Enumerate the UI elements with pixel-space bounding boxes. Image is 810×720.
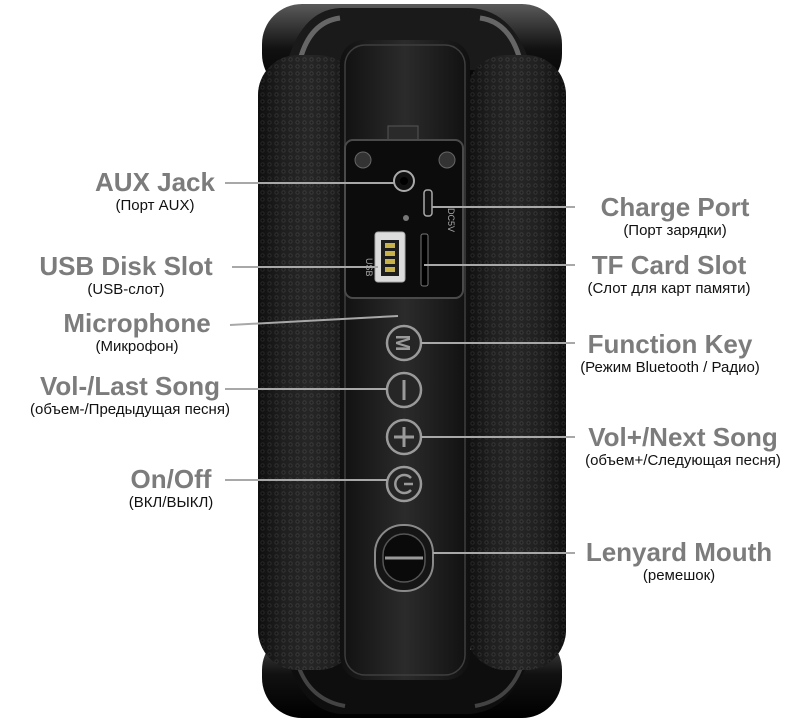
label-tf-card-slot-subtitle: (Слот для карт памяти): [587, 280, 751, 297]
label-vol-next-song-subtitle: (объем+/Следующая песня): [585, 452, 781, 469]
minus-button: [385, 371, 423, 409]
tf-slot: [420, 233, 429, 287]
power-button: [385, 465, 423, 503]
label-tf-card-slot: TF Card Slot (Слот для карт памяти): [587, 250, 750, 298]
label-charge-port: Charge Port (Порт зарядки): [601, 192, 750, 240]
charge-port: [423, 189, 433, 217]
svg-text:M: M: [391, 335, 413, 352]
label-vol-last-song: Vol-/Last Song (объем-/Предыдущая песня): [30, 371, 230, 419]
label-lanyard-mouth-subtitle: (ремешок): [642, 567, 716, 584]
usb-marking: USB: [364, 258, 374, 277]
label-tf-card-slot-title: TF Card Slot: [591, 250, 747, 280]
label-vol-last-song-subtitle: (объем-/Предыдущая песня): [30, 401, 230, 418]
label-charge-port-title: Charge Port: [600, 192, 750, 222]
port-panel: [344, 125, 464, 299]
label-microphone: Microphone (Микрофон): [63, 308, 210, 356]
label-function-key-subtitle: (Режим Bluetooth / Радио): [580, 359, 760, 376]
label-vol-next-song-title: Vol+/Next Song: [588, 422, 778, 452]
label-function-key-title: Function Key: [587, 329, 753, 359]
label-usb-disk-slot: USB Disk Slot (USB-слот): [39, 251, 212, 299]
label-aux-jack-title: AUX Jack: [95, 167, 215, 197]
label-lanyard-mouth-title: Lenyard Mouth: [585, 537, 773, 567]
function-button: M: [385, 324, 423, 362]
dc-marking: DC5V: [446, 208, 456, 232]
label-microphone-subtitle: (Микрофон): [95, 338, 179, 355]
label-usb-disk-slot-title: USB Disk Slot: [39, 251, 213, 281]
label-charge-port-subtitle: (Порт зарядки): [623, 222, 727, 239]
label-function-key: Function Key (Режим Bluetooth / Радио): [580, 329, 760, 377]
label-on-off-title: On/Off: [130, 464, 212, 494]
label-aux-jack-subtitle: (Порт AUX): [115, 197, 195, 214]
label-vol-next-song: Vol+/Next Song (объем+/Следующая песня): [585, 422, 781, 470]
label-on-off-subtitle: (ВКЛ/ВЫКЛ): [128, 494, 214, 511]
label-vol-last-song-title: Vol-/Last Song: [39, 371, 221, 401]
plus-button: [385, 418, 423, 456]
label-lanyard-mouth: Lenyard Mouth (ремешок): [586, 537, 772, 585]
label-on-off: On/Off (ВКЛ/ВЫКЛ): [129, 464, 214, 512]
label-usb-disk-slot-subtitle: (USB-слот): [87, 281, 165, 298]
lanyard-mount: [374, 524, 434, 592]
label-aux-jack: AUX Jack (Порт AUX): [95, 167, 215, 215]
callout-lines: [225, 182, 575, 554]
label-microphone-title: Microphone: [63, 308, 211, 338]
